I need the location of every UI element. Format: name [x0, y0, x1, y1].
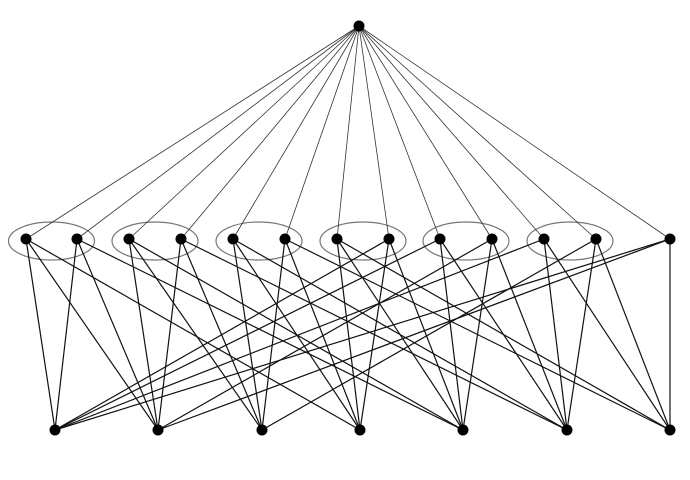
graph-node [152, 424, 164, 436]
graph-edge [358, 25, 597, 240]
graph-edge [359, 238, 390, 431]
graph-edge [462, 238, 493, 431]
graph-node [383, 233, 395, 245]
graph-edge [54, 238, 441, 431]
graph-node [538, 233, 550, 245]
graph-node [71, 233, 83, 245]
graph-node [561, 424, 573, 436]
group-ellipses [7, 221, 614, 261]
graph-edge [157, 238, 182, 431]
graph-edge [284, 238, 361, 431]
graph-edge [54, 238, 545, 431]
graph-edge [157, 238, 493, 431]
graph-node [486, 233, 498, 245]
graph-edge [543, 238, 671, 431]
graph-edge [358, 25, 493, 240]
graph-edge [54, 238, 671, 431]
graph-edge [284, 25, 360, 240]
graph-edge [261, 238, 286, 431]
graph-edge [336, 25, 360, 240]
graph-node [227, 233, 239, 245]
graph-node [49, 424, 61, 436]
graph-node [354, 424, 366, 436]
graph-edge [54, 238, 78, 431]
graph-edge [358, 25, 671, 240]
graph-edge [25, 25, 360, 240]
graph-edge [25, 238, 159, 431]
group-ellipse [526, 221, 614, 261]
graph-edge [439, 238, 464, 431]
graph-node [123, 233, 135, 245]
graph-node [664, 233, 676, 245]
graph-edge [336, 238, 464, 431]
graph-node [457, 424, 469, 436]
graph-edge [128, 25, 360, 240]
graph-edge [157, 238, 671, 431]
graph-edge [232, 25, 360, 240]
graph-edge [180, 25, 360, 240]
graph-edge [128, 238, 263, 431]
graph-edge [336, 238, 361, 431]
graph-edge [76, 238, 159, 431]
graph-edge [388, 238, 464, 431]
graph-nodes [20, 20, 676, 436]
graph-edge [25, 238, 56, 431]
graph-edge [76, 25, 360, 240]
graph-node [353, 20, 365, 32]
graph-edge [491, 238, 568, 431]
graph-node [590, 233, 602, 245]
graph-edge [543, 238, 568, 431]
graph-edge [232, 238, 361, 431]
graph-edge [358, 25, 545, 240]
group-ellipse [215, 221, 303, 261]
graph-edge [358, 25, 441, 240]
graph-edge [595, 238, 671, 431]
group-ellipse [111, 221, 199, 261]
graph-node [434, 233, 446, 245]
graph-node [175, 233, 187, 245]
group-ellipse [319, 221, 407, 261]
graph-edge [25, 238, 361, 431]
graph-edge [54, 238, 390, 431]
graph-node [331, 233, 343, 245]
graph-node [664, 424, 676, 436]
graph-node [20, 233, 32, 245]
graph-edge [76, 238, 464, 431]
graph-edge [261, 238, 597, 431]
graph-edge [128, 238, 159, 431]
graph-edges [25, 25, 671, 431]
graph-edge [358, 25, 390, 240]
graph-node [279, 233, 291, 245]
group-ellipse [7, 221, 96, 261]
graph-node [256, 424, 268, 436]
group-ellipse [422, 221, 510, 261]
graph-edge [566, 238, 597, 431]
